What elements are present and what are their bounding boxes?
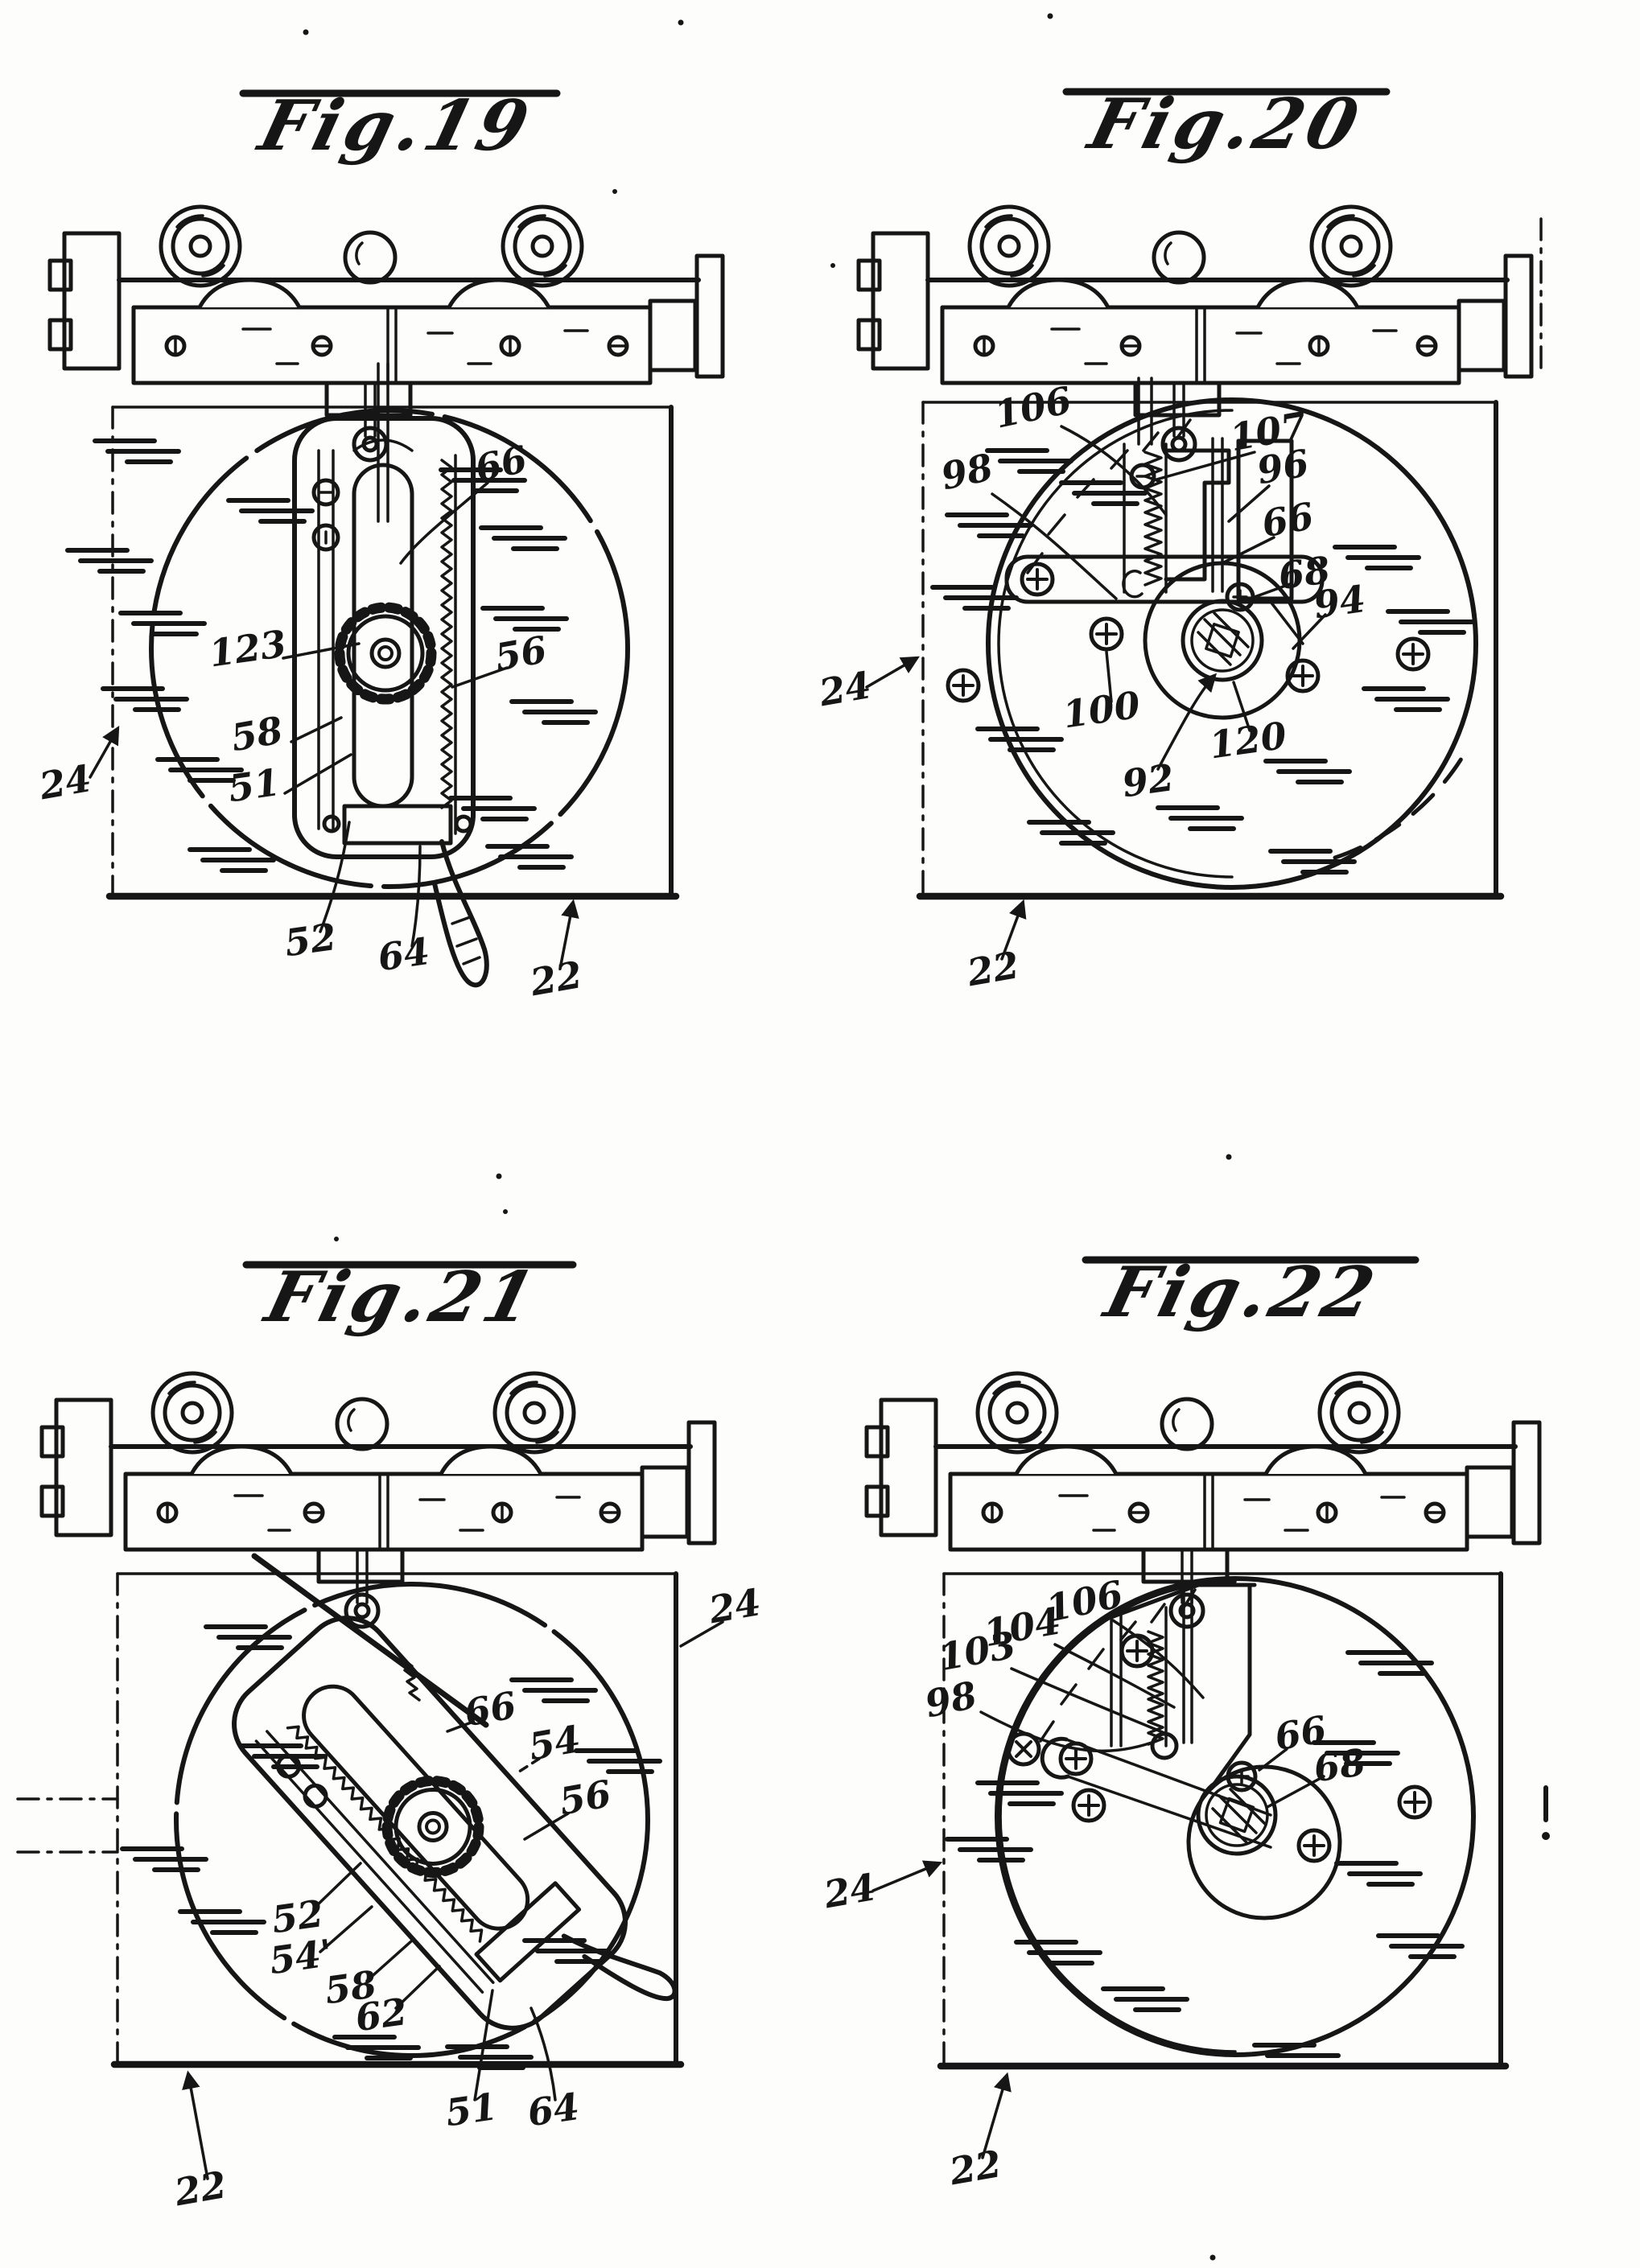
- figure-21-title: Fig.21: [256, 1256, 547, 1337]
- panel: [105, 405, 680, 900]
- tail-handle: [432, 839, 489, 988]
- gauge-mechanism-tilted: [232, 1616, 678, 2031]
- figure-21: Fig.21: [16, 1173, 764, 2215]
- hub: [1196, 1774, 1278, 1856]
- ref-label-68: 68: [1311, 1740, 1368, 1790]
- ref-label-103: 103: [935, 1623, 1019, 1679]
- reference-numerals: 66 123 56 58 51 24 52 64 22: [35, 437, 585, 1004]
- ref-label-66: 66: [461, 1683, 519, 1735]
- ref-label-52: 52: [269, 1891, 326, 1941]
- ref-label-58: 58: [228, 708, 286, 759]
- gear-pinion: [369, 1762, 498, 1891]
- ref-label-92: 92: [1119, 755, 1176, 805]
- ref-label-96: 96: [1254, 441, 1312, 492]
- figure-19: Fig.19: [35, 19, 723, 1005]
- ref-label-24: 24: [705, 1580, 764, 1632]
- figure-19-drawing: Fig.19: [35, 19, 820, 1005]
- ref-label-56: 56: [556, 1772, 614, 1823]
- figure-22-header: Fig.22: [1082, 1154, 1420, 2261]
- figure-21-header: Fig.21: [242, 1173, 577, 1338]
- figure-21-drawing: Fig.21: [16, 1173, 764, 2215]
- carriage-assembly: [50, 207, 723, 460]
- ref-label-62: 62: [352, 1990, 410, 2040]
- hub: [1181, 599, 1264, 682]
- carriage-assembly: [867, 1373, 1539, 1627]
- ref-label-98: 98: [937, 445, 997, 498]
- ref-label-58: 58: [322, 1962, 379, 2012]
- ref-label-56: 56: [492, 628, 550, 679]
- reference-numerals: 24 66 54 56 52 54' 58 62 51 64 22: [171, 1580, 764, 2214]
- ref-label-22: 22: [526, 953, 585, 1004]
- figure-19-title: Fig.19: [249, 84, 541, 166]
- ref-label-24: 24: [35, 756, 94, 808]
- ref-label-98: 98: [921, 1673, 981, 1726]
- panel-disc: [995, 1576, 1476, 2057]
- ref-label-22: 22: [963, 943, 1022, 994]
- figure-20-title: Fig.20: [1079, 83, 1370, 164]
- tail-handle: [561, 1933, 678, 2002]
- ref-label-68: 68: [1275, 548, 1333, 598]
- carriage-assembly: [859, 207, 1531, 460]
- panel-disc: [174, 1582, 650, 2058]
- panel: [937, 1571, 1550, 2070]
- ref-label-66: 66: [1271, 1707, 1329, 1759]
- ref-label-64: 64: [525, 2085, 582, 2134]
- leader-lines: [865, 425, 1327, 961]
- ref-label-123: 123: [206, 622, 289, 676]
- ref-label-54: 54: [525, 1717, 583, 1768]
- figure-19-header: Fig.19: [239, 19, 684, 194]
- ref-label-24: 24: [820, 1865, 879, 1916]
- ref-label-22: 22: [171, 2163, 229, 2214]
- figure-22-drawing: Fig.22: [820, 1154, 1550, 2261]
- panel: [16, 1571, 685, 2068]
- ref-label-94: 94: [1311, 577, 1368, 627]
- ref-label-100: 100: [1060, 683, 1143, 737]
- ref-label-51: 51: [225, 760, 282, 810]
- figure-20: Fig.20: [820, 13, 1543, 995]
- ref-label-51: 51: [443, 2085, 500, 2134]
- pointer-rod: [251, 1553, 489, 1728]
- figure-20-drawing: Fig.20: [820, 13, 1543, 995]
- spring: [1147, 1630, 1164, 1746]
- gauge-mechanism: [292, 362, 489, 988]
- panel: [916, 397, 1505, 900]
- ref-label-66: 66: [1259, 494, 1317, 545]
- ref-label-64: 64: [375, 929, 432, 979]
- leader-lines: [872, 1619, 1325, 2159]
- leader-lines: [182, 1620, 724, 2180]
- rack: [440, 459, 453, 809]
- panel-disc: [149, 408, 630, 889]
- figure-20-header: Fig.20: [830, 13, 1391, 268]
- ref-label-22: 22: [946, 2142, 1004, 2193]
- ref-label-52: 52: [282, 915, 339, 965]
- ref-label-24: 24: [820, 663, 874, 714]
- ref-label-66: 66: [472, 437, 531, 490]
- spring: [1143, 451, 1163, 587]
- leader-lines: [89, 481, 579, 970]
- ref-label-120: 120: [1206, 714, 1289, 768]
- panel-disc: [986, 397, 1478, 890]
- hatching: [933, 451, 1472, 872]
- figure-22-title: Fig.22: [1095, 1251, 1387, 1332]
- figure-22: Fig.22: [820, 1154, 1550, 2261]
- ref-label-54-prime: 54': [266, 1931, 335, 1982]
- reference-numerals: 106 104 103 98 66 68 24 22: [820, 1572, 1368, 2194]
